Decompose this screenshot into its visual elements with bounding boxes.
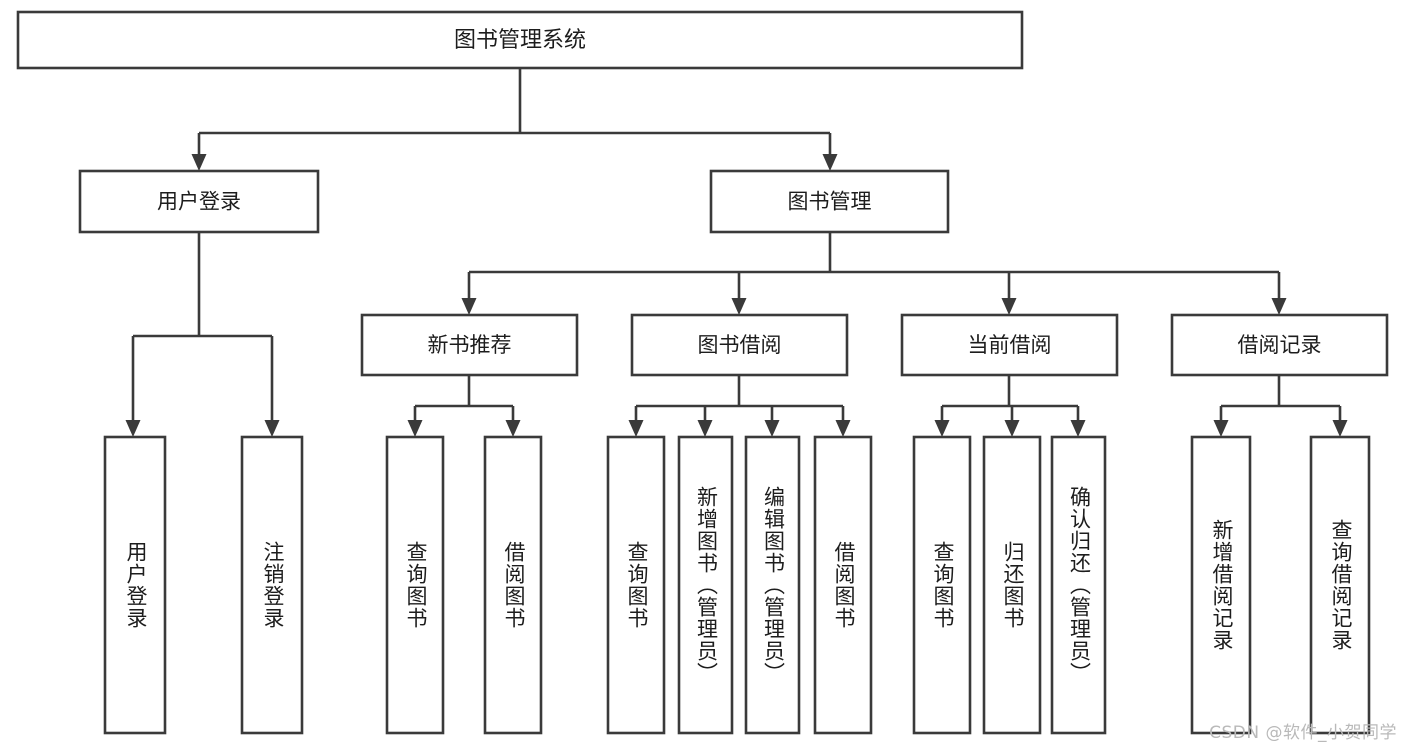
- arrow-head-icon: [505, 420, 521, 437]
- leaf-node-leaf-edit-book[interactable]: [744, 435, 801, 735]
- arrow-head-icon: [191, 154, 207, 171]
- leaf-node-leaf-return-book[interactable]: [982, 435, 1042, 735]
- node-box-layer: [16, 10, 1389, 735]
- level3-node-book-borrow[interactable]: [630, 313, 849, 377]
- arrow-head-icon: [1070, 420, 1086, 437]
- arrow-head-icon: [407, 420, 423, 437]
- leaf-node-leaf-query-record[interactable]: [1309, 435, 1371, 735]
- level3-node-borrow-record[interactable]: [1170, 313, 1389, 377]
- arrow-head-icon: [1004, 420, 1020, 437]
- leaf-node-leaf-user-login[interactable]: [103, 435, 167, 735]
- arrow-head-icon: [822, 154, 838, 171]
- level3-node-current-borrow[interactable]: [900, 313, 1119, 377]
- level3-node-book-borrow-label: 图书借阅: [698, 333, 782, 357]
- leaf-node-leaf-query-book-3[interactable]: [912, 435, 972, 735]
- arrow-head-icon: [1001, 298, 1017, 315]
- arrow-head-icon: [1271, 298, 1287, 315]
- arrow-head-icon: [264, 420, 280, 437]
- level3-node-new-book-recommend[interactable]: [360, 313, 579, 377]
- arrow-head-icon: [764, 420, 780, 437]
- level2-node-user-login[interactable]: [78, 169, 320, 234]
- level2-node-book-management-label: 图书管理: [788, 190, 872, 214]
- leaf-node-leaf-borrow-book-2[interactable]: [813, 435, 873, 735]
- root-node-label: 图书管理系统: [454, 28, 586, 53]
- arrow-head-icon: [697, 420, 713, 437]
- arrow-head-icon: [1213, 420, 1229, 437]
- arrow-head-icon: [628, 420, 644, 437]
- leaf-node-leaf-logout[interactable]: [240, 435, 304, 735]
- root-node-root[interactable]: [16, 10, 1024, 70]
- arrow-head-icon: [731, 298, 747, 315]
- leaf-node-leaf-borrow-book-1[interactable]: [483, 435, 543, 735]
- level3-node-new-book-recommend-label: 新书推荐: [428, 333, 512, 357]
- level3-node-borrow-record-label: 借阅记录: [1238, 333, 1322, 357]
- csdn-watermark: CSDN @软件_小贺同学: [1209, 723, 1397, 743]
- arrow-head-icon: [125, 420, 141, 437]
- level2-node-book-management[interactable]: [709, 169, 950, 234]
- leaf-node-leaf-query-book-2[interactable]: [606, 435, 666, 735]
- arrow-head-icon: [1332, 420, 1348, 437]
- arrow-head-icon: [934, 420, 950, 437]
- level3-node-current-borrow-label: 当前借阅: [968, 333, 1052, 357]
- leaf-node-leaf-add-book[interactable]: [677, 435, 734, 735]
- arrow-head-icon: [835, 420, 851, 437]
- level2-node-user-login-label: 用户登录: [157, 190, 241, 214]
- leaf-node-leaf-query-book-1[interactable]: [385, 435, 445, 735]
- connector-layer: [125, 68, 1348, 437]
- leaf-node-leaf-confirm-return[interactable]: [1050, 435, 1107, 735]
- arrow-head-icon: [461, 298, 477, 315]
- leaf-node-leaf-add-record[interactable]: [1190, 435, 1252, 735]
